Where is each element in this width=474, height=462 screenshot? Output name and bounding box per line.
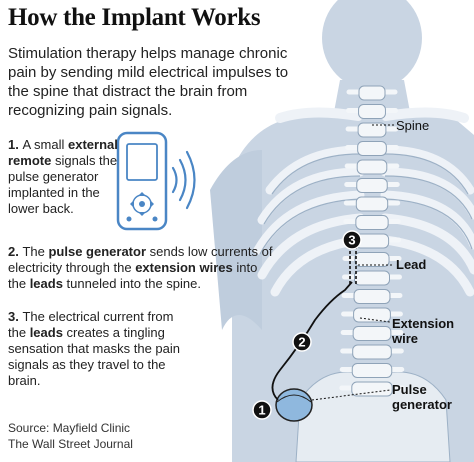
vertebra — [344, 178, 400, 193]
step-keyword: external remote — [8, 137, 118, 168]
rib-cage-shadow — [259, 153, 473, 255]
step-number: 2. — [8, 244, 23, 259]
step-text: tunneled into the spine. — [62, 276, 201, 291]
page-title: How the Implant Works — [8, 4, 261, 31]
publisher-line: The Wall Street Journal — [8, 437, 133, 451]
step-text: sends low currents of electricity throug… — [8, 244, 273, 275]
label-spine: Spine — [396, 118, 430, 133]
label-lead: Lead — [396, 257, 427, 272]
vertebra — [340, 326, 404, 341]
step-markers: 1 2 3 — [252, 230, 362, 420]
vertebra — [339, 363, 405, 378]
label-pulse-line2: generator — [392, 397, 452, 412]
vertebra — [344, 159, 400, 175]
vertebra — [340, 344, 404, 360]
intro-text: Stimulation therapy helps manage chronic… — [8, 45, 289, 119]
vertebra — [342, 252, 402, 267]
step-2-text: 2. The pulse generator sends low current… — [8, 244, 278, 292]
leader-lines — [311, 124, 394, 401]
step-number: 3. — [8, 309, 23, 324]
vertebra — [342, 270, 402, 286]
step-text: creates a tingling sensation that masks … — [8, 325, 180, 388]
vertebra — [341, 289, 403, 304]
step-text: signals the pulse generator implanted in… — [8, 153, 118, 216]
step-marker-number: 2 — [298, 335, 305, 350]
step-keyword: leads — [29, 276, 63, 291]
vertebra — [345, 122, 399, 138]
step-marker-3: 3 — [342, 230, 362, 250]
source-line: Source: Mayfield Clinic — [8, 421, 131, 435]
pulse-generator — [275, 388, 313, 422]
vertebra — [339, 381, 405, 397]
label-pulse-generator: Pulse generator — [392, 382, 452, 412]
step-1-text: 1. A small external remote signals the p… — [8, 137, 123, 217]
vertebra — [343, 196, 401, 212]
step-marker-2: 2 — [292, 332, 312, 352]
label-pulse-line1: Pulse — [392, 382, 427, 397]
vertebra — [346, 104, 398, 119]
step-text: The electrical current from the — [8, 309, 174, 340]
spine-column — [339, 85, 405, 397]
vertebra — [343, 215, 401, 230]
step-3-text: 3. The electrical current from the leads… — [8, 309, 193, 389]
step-marker-number: 3 — [348, 233, 355, 248]
step-marker-number: 1 — [258, 403, 265, 418]
step-keyword: pulse generator — [48, 244, 147, 259]
step-text: The — [22, 244, 49, 259]
label-extension-line2: wire — [392, 331, 419, 346]
step-text: into the — [8, 260, 258, 291]
source-credit: Source: Mayfield Clinic The Wall Street … — [8, 420, 133, 452]
step-keyword: leads — [29, 325, 63, 340]
label-extension-line1: Extension — [392, 316, 455, 331]
clavicles — [275, 107, 469, 123]
step-marker-1: 1 — [252, 400, 272, 420]
label-extension-wire: Extension wire — [392, 316, 454, 346]
step-number: 1. — [8, 137, 23, 152]
signal-waves-icon — [171, 150, 196, 210]
step-keyword: extension wires — [135, 260, 233, 275]
remote-control-icon — [116, 131, 168, 231]
step-text: A small — [22, 137, 68, 152]
vertebra — [345, 141, 399, 156]
vertebra — [346, 85, 398, 101]
lead-wire — [349, 248, 357, 284]
vertebra — [341, 307, 403, 323]
